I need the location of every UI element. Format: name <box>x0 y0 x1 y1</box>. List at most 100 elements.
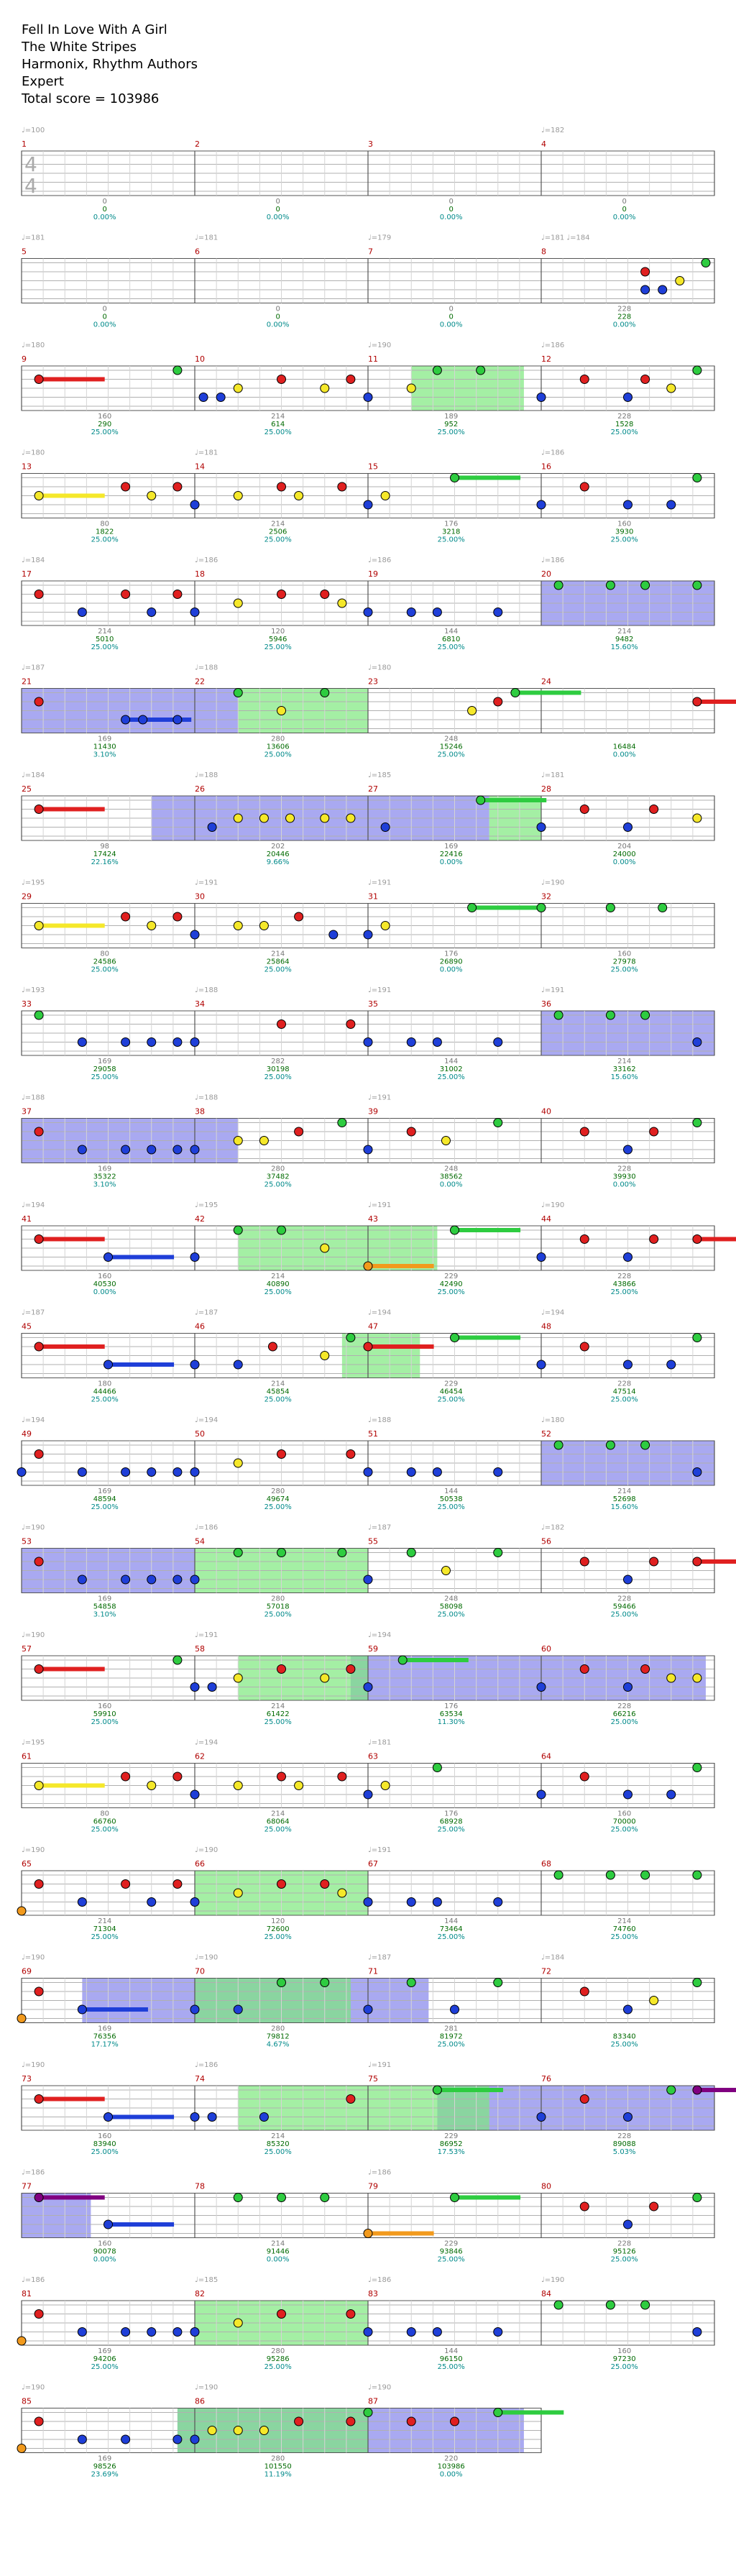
measure-number: 84 <box>541 2289 551 2298</box>
measure-score: 46454 <box>440 1388 463 1396</box>
note-blue <box>328 930 339 940</box>
measure-percent: 25.00% <box>264 1181 292 1189</box>
measure-percent: 0.00% <box>440 858 463 866</box>
measure-percent: 25.00% <box>438 643 465 651</box>
note-blue <box>363 608 373 617</box>
note-blue <box>172 715 183 725</box>
sustain-bar <box>39 1783 105 1788</box>
note-red <box>579 2201 589 2211</box>
measure-score: 98526 <box>93 2463 116 2471</box>
note-orange <box>363 1261 373 1271</box>
note-red <box>579 1342 589 1352</box>
measure-number: 86 <box>195 2397 205 2406</box>
measure-percent: 25.00% <box>264 751 292 759</box>
note-green <box>692 473 702 482</box>
measure-score: 228 <box>617 313 631 321</box>
note-green <box>553 1870 564 1880</box>
note-yellow <box>337 598 347 608</box>
note-green <box>701 258 711 267</box>
note-green <box>172 365 183 375</box>
note-green <box>640 1440 650 1450</box>
measure-number: 42 <box>195 1214 205 1224</box>
tempo-marker: ♩=100 <box>22 127 45 134</box>
measure-score: 26890 <box>440 958 463 966</box>
note-red <box>277 482 286 492</box>
note-blue <box>190 1575 200 1585</box>
measure-score: 614 <box>271 421 285 428</box>
note-yellow <box>380 921 390 930</box>
note-yellow <box>34 1781 44 1790</box>
tick-count: 169 <box>98 1165 111 1173</box>
measure-number: 15 <box>368 462 378 472</box>
measure-score: 70000 <box>613 1818 636 1826</box>
note-red <box>649 2201 659 2211</box>
note-green <box>432 2085 442 2095</box>
note-blue <box>363 1037 373 1047</box>
tempo-marker: ♩=190 <box>22 1846 45 1854</box>
measure-score: 103986 <box>438 2463 465 2471</box>
sustain-bar <box>515 690 581 695</box>
tempo-marker: ♩=185 <box>368 771 391 779</box>
measure-percent: 15.60% <box>611 643 638 651</box>
note-green <box>432 1763 442 1772</box>
tick-count: 160 <box>617 950 631 958</box>
measure-number: 52 <box>541 1429 551 1439</box>
note-yellow <box>666 383 676 393</box>
note-orange <box>17 2444 27 2453</box>
note-blue <box>121 715 131 725</box>
measure-percent: 3.10% <box>93 1611 116 1619</box>
measure-number: 61 <box>22 1752 32 1761</box>
tick-count: 220 <box>444 2455 458 2463</box>
measure-score: 0 <box>622 206 626 214</box>
measure-percent: 25.00% <box>264 1073 292 1081</box>
sustain-bar <box>696 1237 736 1242</box>
note-green <box>476 365 486 375</box>
song-artist: The White Stripes <box>22 40 137 55</box>
tick-count: 160 <box>617 1810 631 1818</box>
measure-percent: 0.00% <box>440 2471 463 2479</box>
note-red <box>493 697 503 707</box>
measure-score: 39930 <box>613 1173 636 1181</box>
note-green <box>277 1548 286 1557</box>
note-red <box>346 1019 356 1029</box>
tick-count: 80 <box>100 950 109 958</box>
note-blue <box>623 500 632 510</box>
measure-number: 30 <box>195 892 205 902</box>
note-red <box>172 482 183 492</box>
tempo-marker: ♩=179 <box>368 234 391 242</box>
note-red <box>649 1234 659 1244</box>
sustain-bar <box>696 700 736 704</box>
tick-count: 169 <box>98 1595 111 1603</box>
note-yellow <box>233 491 243 500</box>
measure-number: 85 <box>22 2397 32 2406</box>
measure-score: 90078 <box>93 2248 116 2256</box>
measure-number: 26 <box>195 784 205 794</box>
note-blue <box>450 2004 459 2014</box>
note-green <box>692 580 702 590</box>
measure-score: 52698 <box>613 1495 636 1503</box>
measure-number: 56 <box>541 1537 551 1546</box>
measure-number: 71 <box>368 1967 378 1976</box>
note-red <box>277 1879 286 1889</box>
measure-number: 41 <box>22 1214 32 1224</box>
measure-number: 87 <box>368 2397 378 2406</box>
note-yellow <box>233 921 243 930</box>
measure-number: 74 <box>195 2074 205 2084</box>
measure-number: 68 <box>541 1859 551 1869</box>
tempo-marker: ♩=186 <box>22 2276 45 2284</box>
measure-percent: 25.00% <box>91 1073 119 1081</box>
note-blue <box>77 1897 87 1907</box>
note-red <box>363 1342 373 1352</box>
note-blue <box>190 1252 200 1262</box>
note-green <box>172 1655 183 1665</box>
tick-count: 169 <box>98 1488 111 1495</box>
tempo-marker: ♩=190 <box>541 879 564 887</box>
note-green <box>553 580 564 590</box>
measure-score: 0 <box>102 206 106 214</box>
sustain-bar <box>497 2410 564 2415</box>
note-green <box>605 580 615 590</box>
note-green <box>346 1333 356 1342</box>
tempo-marker: ♩=181 <box>195 234 218 242</box>
measure-percent: 25.00% <box>438 2256 465 2264</box>
measure-score: 5946 <box>269 636 287 643</box>
